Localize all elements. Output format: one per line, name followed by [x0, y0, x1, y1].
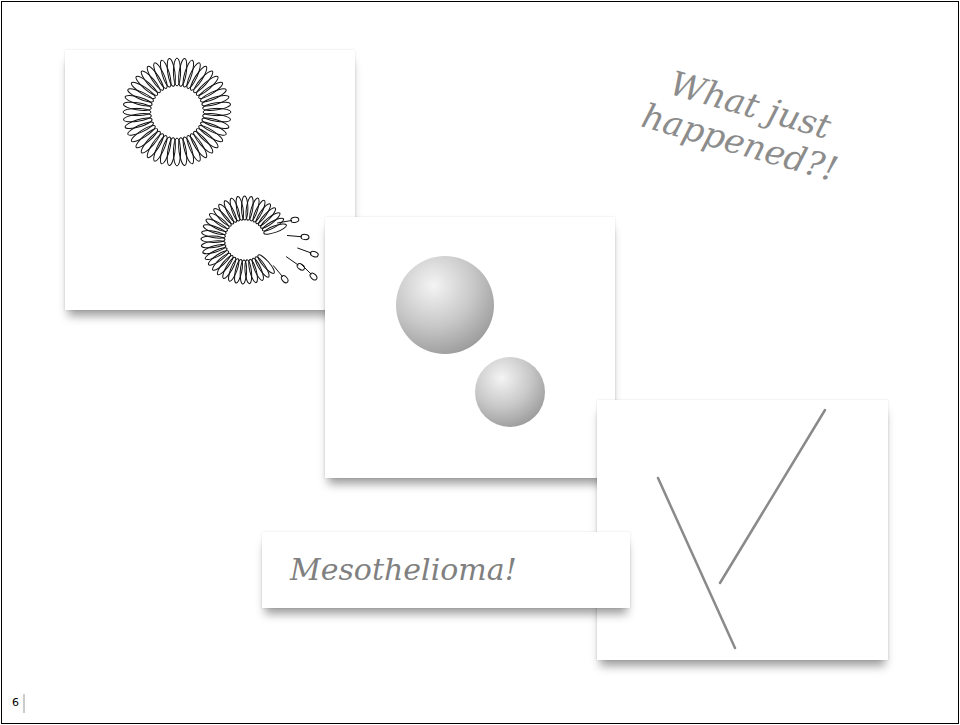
lipid — [188, 132, 209, 159]
lipid-tail — [287, 235, 302, 236]
lipid — [263, 222, 288, 236]
lipid-tail — [286, 257, 298, 266]
lipid — [245, 196, 255, 221]
lipid — [185, 61, 203, 89]
lipid — [145, 65, 166, 92]
lipid — [250, 257, 265, 282]
label-card: Mesothelioma! — [262, 532, 630, 608]
lipid — [130, 123, 157, 144]
lipid — [197, 80, 224, 101]
lipid — [204, 246, 228, 262]
sphere-card — [325, 217, 615, 478]
tick-line — [24, 694, 25, 713]
card-text: Mesothelioma! — [290, 552, 630, 588]
micelle-card — [65, 50, 355, 310]
lipid-head — [290, 217, 299, 224]
lipid-tail — [297, 248, 311, 253]
lipid — [197, 123, 224, 144]
lipid — [261, 216, 285, 233]
sphere-drawing — [325, 217, 615, 478]
lipid — [199, 120, 227, 138]
lipid — [233, 259, 244, 284]
lipid-head — [309, 272, 318, 281]
slide-number: 6 — [12, 696, 19, 709]
lipid — [201, 236, 225, 243]
lipid — [253, 255, 271, 279]
lipid — [207, 249, 230, 268]
lipid-head — [301, 234, 309, 240]
lipid — [256, 253, 277, 275]
lipid — [240, 260, 248, 284]
small-sphere — [475, 357, 545, 427]
lipid-head — [310, 250, 319, 258]
fiber — [720, 410, 825, 583]
lipid — [130, 80, 157, 101]
fiber-drawing — [597, 400, 888, 660]
lipid-tail — [277, 220, 292, 223]
lipid — [151, 134, 169, 162]
lipid-head — [280, 274, 289, 283]
lipid — [222, 199, 239, 223]
fiber-card — [597, 400, 888, 660]
lipid — [145, 132, 166, 159]
fiber — [658, 478, 735, 648]
handwritten-note: What just happened?! — [624, 55, 867, 194]
large-sphere — [396, 256, 494, 354]
lipid — [241, 196, 248, 220]
lipid — [126, 86, 154, 104]
lipid-tail — [273, 265, 283, 276]
lipid — [201, 229, 226, 239]
lipid — [123, 112, 152, 123]
lipid — [188, 65, 209, 92]
lipid — [166, 58, 177, 87]
lipid — [177, 137, 188, 166]
lipid — [202, 101, 231, 112]
lipid-tail — [301, 264, 312, 275]
micelle-drawing — [65, 50, 355, 310]
